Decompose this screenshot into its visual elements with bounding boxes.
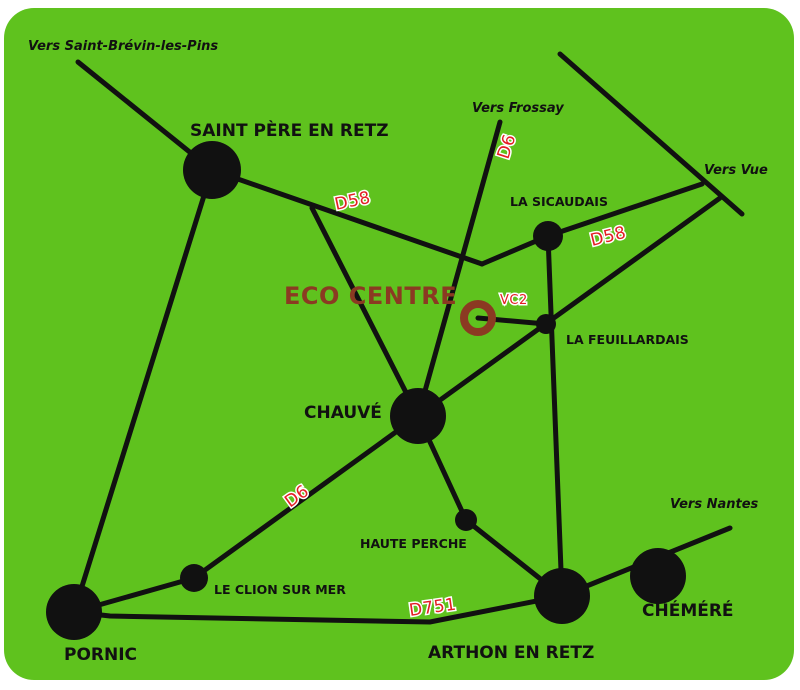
town-feuillardais-dot <box>536 314 556 334</box>
town-clion-dot <box>180 564 208 592</box>
direction-nantes: Vers Nantes <box>670 497 759 512</box>
eco-centre-label: ECO CENTRE <box>284 282 457 310</box>
direction-frossay: Vers Frossay <box>472 101 564 116</box>
eco-centre-marker <box>460 300 496 336</box>
road-vue-chauve <box>415 195 723 419</box>
road-saint-pere-pornic <box>71 167 215 615</box>
direction-saint-brevin: Vers Saint-Brévin-les-Pins <box>28 39 218 54</box>
direction-vue: Vers Vue <box>704 163 768 178</box>
road-d58-east <box>545 181 705 239</box>
town-chauve-dot <box>390 388 446 444</box>
road-d6-frossay <box>415 119 503 419</box>
town-chemere-dot <box>630 548 686 604</box>
town-pornic-dot <box>46 584 102 640</box>
road-vers-vue <box>557 51 745 217</box>
town-haute-perche-dot <box>455 509 477 531</box>
town-saint-pere-label: SAINT PÈRE EN RETZ <box>190 119 389 141</box>
road-sicaudais-arthon <box>545 233 565 599</box>
town-sicaudais-dot <box>533 221 563 251</box>
town-arthon-label: ARTHON EN RETZ <box>428 643 594 663</box>
town-pornic-label: PORNIC <box>64 645 137 665</box>
town-saint-pere-dot <box>183 141 241 199</box>
road-d6-south <box>191 413 421 581</box>
town-markers <box>46 141 686 640</box>
road-label-vc2: VC2 <box>500 293 528 308</box>
town-feuillardais-label: LA FEUILLARDAIS <box>566 332 689 347</box>
road-d58 <box>209 167 485 267</box>
town-chemere-label: CHÉMÉRÉ <box>642 599 734 621</box>
town-haute-perche-label: HAUTE PERCHE <box>360 536 467 551</box>
town-chauve-label: CHAUVÉ <box>304 401 382 423</box>
road-d58-chauve <box>309 205 421 419</box>
town-sicaudais-label: LA SICAUDAIS <box>510 194 608 209</box>
town-clion-label: LE CLION SUR MER <box>214 582 346 597</box>
town-arthon-dot <box>534 568 590 624</box>
